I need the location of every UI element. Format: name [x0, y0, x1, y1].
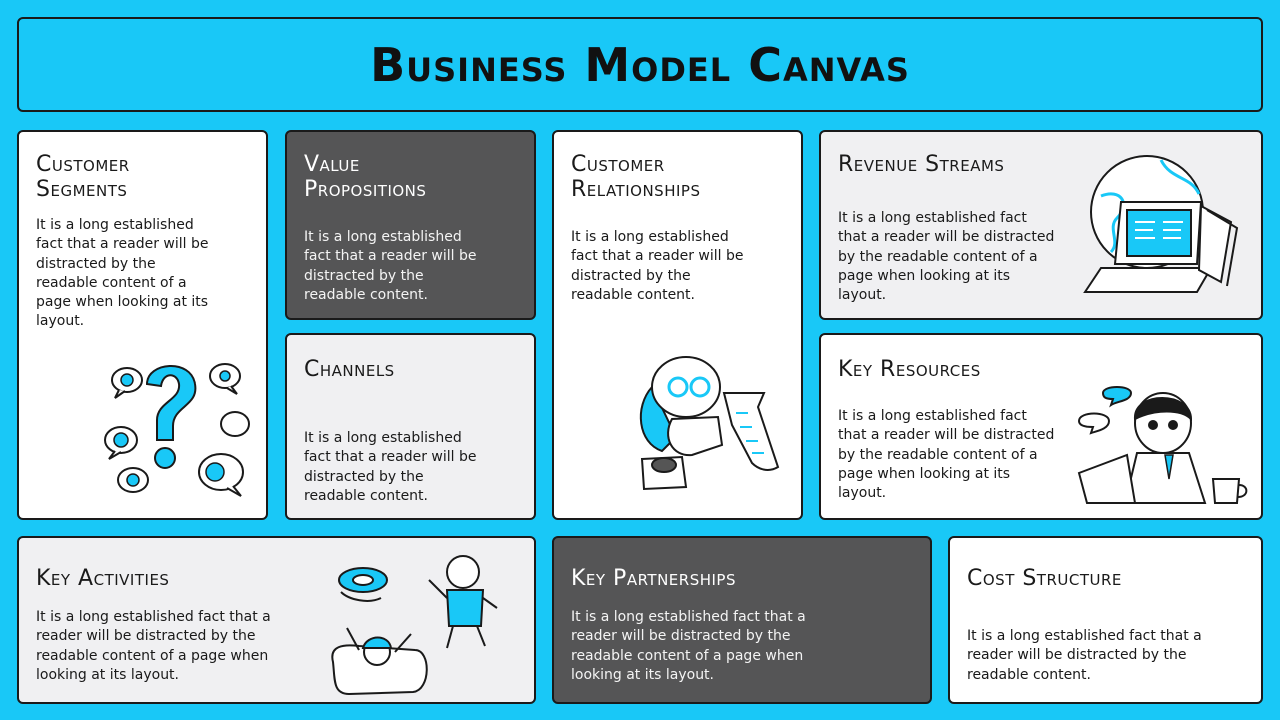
customer-segments-text: It is a long established fact that a rea… — [36, 217, 209, 330]
key-activities-panel: Key Activities It is a long established … — [17, 536, 536, 704]
value-propositions-heading: Value Propositions — [304, 152, 427, 202]
channels-text: It is a long established fact that a rea… — [304, 430, 477, 504]
value-propositions-text: It is a long established fact that a rea… — [304, 229, 477, 303]
receipt-reading-character-icon — [639, 356, 780, 491]
customer-segments-panel: Customer Segments It is a long establish… — [17, 130, 268, 520]
key-activities-heading: Key Activities — [36, 566, 170, 591]
revenue-streams-text: It is a long established fact that a rea… — [838, 210, 1055, 304]
key-activities-text: It is a long established fact that a rea… — [36, 609, 271, 683]
headset-worker-icon — [1077, 386, 1248, 504]
revenue-streams-heading: Revenue Streams — [838, 152, 1005, 177]
cost-structure-panel: Cost Structure It is a long established … — [948, 536, 1263, 704]
cost-structure-text: It is a long established fact that a rea… — [967, 628, 1202, 683]
channels-heading: Channels — [304, 357, 395, 382]
value-propositions-panel: Value Propositions It is a long establis… — [285, 130, 536, 320]
revenue-streams-panel: Revenue Streams It is a long established… — [819, 130, 1263, 320]
key-resources-panel: Key Resources It is a long established f… — [819, 333, 1263, 520]
key-partnerships-panel: Key Partnerships It is a long establishe… — [552, 536, 932, 704]
cost-structure-heading: Cost Structure — [967, 566, 1122, 591]
customer-relationships-text: It is a long established fact that a rea… — [571, 229, 744, 303]
key-resources-text: It is a long established fact that a rea… — [838, 408, 1055, 502]
title-bar: Business Model Canvas — [17, 17, 1263, 112]
channels-panel: Channels It is a long established fact t… — [285, 333, 536, 520]
page-title: Business Model Canvas — [370, 37, 910, 92]
customer-segments-heading: Customer Segments — [36, 152, 130, 202]
globe-laptop-book-icon — [1083, 155, 1239, 293]
key-partnerships-heading: Key Partnerships — [571, 566, 736, 591]
swimming-people-icon — [331, 555, 498, 696]
question-mark-bubbles-icon — [104, 363, 250, 497]
customer-relationships-heading: Customer Relationships — [571, 152, 701, 202]
customer-relationships-panel: Customer Relationships It is a long esta… — [552, 130, 803, 520]
key-partnerships-text: It is a long established fact that a rea… — [571, 609, 806, 683]
key-resources-heading: Key Resources — [838, 357, 981, 382]
